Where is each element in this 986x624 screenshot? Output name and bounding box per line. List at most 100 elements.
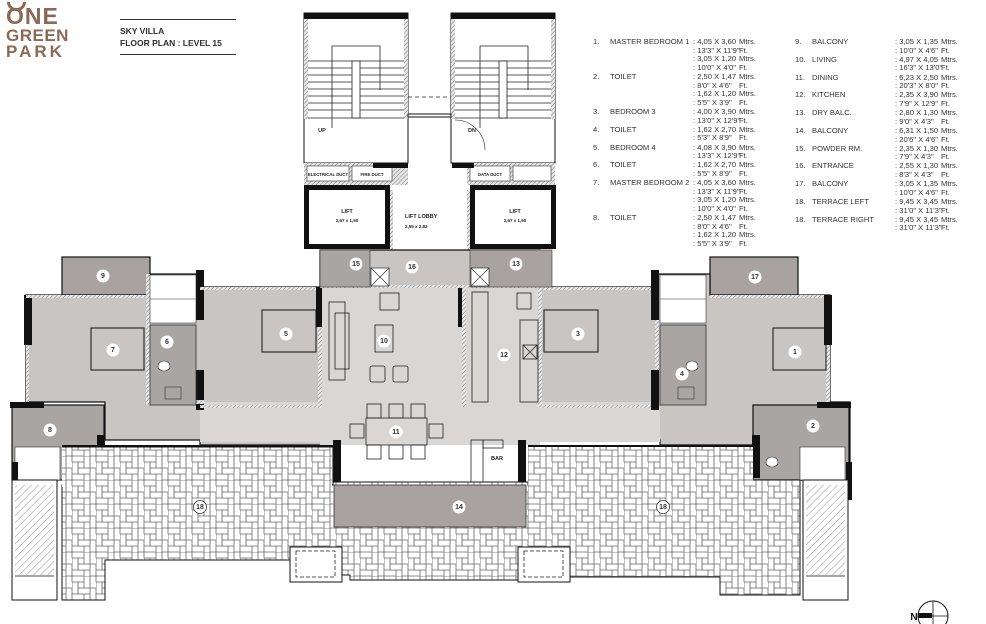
lift-right-label: LIFT bbox=[509, 209, 521, 215]
room-tag: 15 bbox=[349, 257, 363, 271]
legend-room-name: BALCONY bbox=[812, 37, 849, 46]
legend-dimension: : 4,05 X 3,60 bbox=[693, 178, 737, 188]
legend-unit: Mtrs. bbox=[739, 195, 756, 205]
room-tag: 3 bbox=[571, 327, 585, 341]
legend-room-name: LIVING bbox=[812, 54, 837, 64]
room-tag-number: 11 bbox=[392, 429, 400, 436]
legend-dimension: : 8'3" X 4'3" bbox=[895, 170, 934, 180]
legend-dimension: : 7'9" X 4'3" bbox=[895, 152, 934, 162]
beds bbox=[90, 309, 827, 371]
legend-unit: Ft. bbox=[941, 134, 950, 144]
legend-unit: Ft. bbox=[941, 223, 950, 233]
room-tag-number: 9 bbox=[101, 273, 105, 280]
room-tag-number: 5 bbox=[284, 331, 288, 338]
legend-dimension: : 31'0" X 11'3" bbox=[895, 205, 942, 215]
legend-unit: Ft. bbox=[739, 221, 748, 231]
legend-dimension: : 3,05 X 1,35 bbox=[895, 179, 939, 189]
room-tag: 10 bbox=[377, 334, 391, 348]
lift-left-dimension: 2,67 x 1,50 bbox=[336, 218, 359, 223]
toilet-6 bbox=[149, 324, 197, 406]
plan-title-block: SKY VILLA FLOOR PLAN : LEVEL 15 bbox=[120, 19, 236, 55]
brand-logo: ONE GREEN PARK bbox=[6, 2, 69, 61]
legend-dimension: : 5'5" X 8'9" bbox=[693, 168, 732, 178]
legend-unit: Mtrs. bbox=[739, 178, 756, 188]
logo-park: PARK bbox=[6, 41, 65, 61]
fire-duct-label: FIRE DUCT bbox=[361, 172, 384, 177]
legend-dimension: : 3,05 X 1,35 bbox=[895, 37, 939, 46]
legend-number: 2. bbox=[593, 71, 600, 81]
legend-room-name: TOILET bbox=[610, 124, 637, 134]
room-tag-number: 10 bbox=[380, 338, 388, 345]
legend-dimension: : 9'0" X 4'3" bbox=[895, 116, 934, 126]
room-tag: 17 bbox=[748, 270, 762, 284]
plan-title: SKY VILLA bbox=[120, 26, 165, 36]
legend-unit: Ft. bbox=[941, 170, 950, 180]
legend-number: 14. bbox=[795, 125, 806, 135]
legend-dimension: : 2,55 X 1,30 bbox=[895, 161, 939, 171]
legend-unit: Mtrs. bbox=[739, 89, 756, 99]
room-tag: 16 bbox=[405, 260, 419, 274]
legend-room-name: TOILET bbox=[610, 213, 637, 223]
electrical-duct-label: ELECTRICAL DUCT bbox=[308, 172, 349, 177]
living-dining-zone bbox=[320, 285, 540, 445]
lift-right-dimension: 2,67 x 1,60 bbox=[504, 218, 527, 223]
legend-dimension: : 13'3" X 12'9" bbox=[693, 151, 741, 161]
legend-dimension: : 13'0" X 12'9" bbox=[693, 115, 741, 125]
legend-room-name: MASTER BEDROOM 2 bbox=[610, 178, 690, 188]
legend-dimension: : 10'0" X 4'6" bbox=[895, 187, 938, 197]
room-tag: 13 bbox=[509, 257, 523, 271]
legend-dimension: : 2,35 X 1,30 bbox=[895, 143, 939, 153]
legend-unit: Ft. bbox=[941, 205, 950, 215]
legend-number: 16. bbox=[795, 161, 806, 171]
legend-number: 9. bbox=[795, 37, 802, 46]
legend-unit: Ft. bbox=[941, 187, 950, 197]
legend-number: 18. bbox=[795, 214, 806, 224]
legend-dimension: : 9,45 X 3,45 bbox=[895, 214, 939, 224]
legend-dimension: : 4,00 X 3,90 bbox=[693, 106, 737, 116]
legend-unit: Mtrs. bbox=[739, 160, 756, 170]
stair-core-right: DN bbox=[450, 12, 556, 164]
legend-dimension: : 2,80 X 1,30 bbox=[895, 108, 939, 118]
legend-dimension: : 1,62 X 2,70 bbox=[693, 124, 737, 134]
legend-number: 18. bbox=[795, 197, 806, 207]
room-tag-number: 2 bbox=[811, 423, 815, 430]
legend-dimension: : 10'0" X 4'6" bbox=[895, 45, 938, 55]
legend-number: 7. bbox=[593, 178, 600, 188]
room-tag-number: 6 bbox=[165, 339, 169, 346]
legend-dimension: : 2,50 X 1,47 bbox=[693, 71, 737, 81]
room-tag: 12 bbox=[497, 348, 511, 362]
legend-unit: Ft. bbox=[739, 168, 748, 178]
legend-unit: Ft. bbox=[941, 45, 950, 55]
legend-dimension: : 4,08 X 3,90 bbox=[693, 142, 737, 152]
legend-unit: Ft. bbox=[739, 238, 748, 248]
legend-unit: Mtrs. bbox=[739, 37, 756, 46]
room-tag: 6 bbox=[160, 335, 174, 349]
legend-number: 17. bbox=[795, 179, 806, 189]
legend-room-name: DINING bbox=[812, 72, 839, 82]
legend-unit: Mtrs. bbox=[739, 54, 756, 64]
room-tag-number: 15 bbox=[352, 261, 360, 268]
room-tag-number: 12 bbox=[500, 352, 508, 359]
legend-dimension: : 5'5" X 3'9" bbox=[693, 238, 732, 248]
stair-core-left: UP bbox=[303, 12, 409, 164]
legend-dimension: : 6,23 X 2,50 bbox=[895, 72, 939, 82]
room-tag: 18 bbox=[656, 500, 670, 514]
terrace-right-upper bbox=[528, 447, 753, 487]
bar-label: BAR bbox=[491, 456, 503, 462]
room-tag-number: 4 bbox=[680, 371, 684, 378]
legend-room-name: TOILET bbox=[610, 160, 637, 170]
room-tag: 4 bbox=[675, 367, 689, 381]
north-label: N bbox=[910, 612, 917, 623]
logo-green: GREEN bbox=[6, 25, 69, 45]
room-tag-number: 7 bbox=[111, 347, 115, 354]
legend-unit: Mtrs. bbox=[739, 230, 756, 240]
room-tag-number: 17 bbox=[751, 274, 759, 281]
room-tag-number: 16 bbox=[408, 264, 416, 271]
bar-counter bbox=[470, 439, 504, 486]
legend-unit: Mtrs. bbox=[739, 124, 756, 134]
logo-one: ONE bbox=[6, 2, 68, 28]
legend-number: 5. bbox=[593, 142, 600, 152]
legend-unit: Ft. bbox=[739, 62, 748, 72]
legend-number: 15. bbox=[795, 143, 806, 153]
